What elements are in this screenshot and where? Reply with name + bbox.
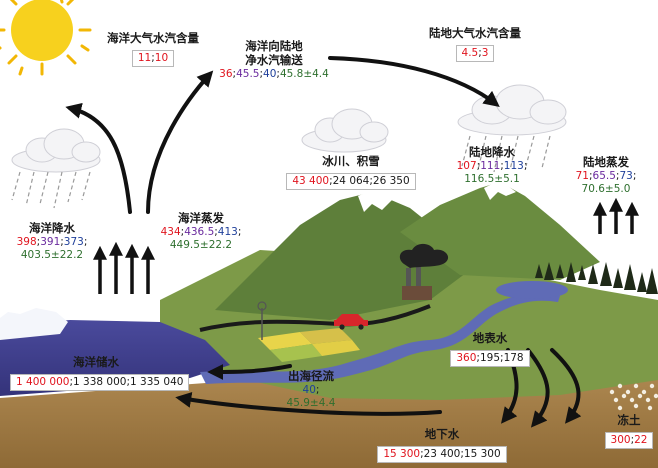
groundwater-values: 15 300;23 400;15 300 (377, 445, 507, 464)
car-icon (334, 314, 368, 330)
ocean-storage-title: 海洋储水 (73, 355, 119, 369)
ice-cloud (301, 108, 389, 153)
forest-icon (535, 262, 658, 294)
ocean-evap-title: 海洋蒸发 (178, 211, 224, 225)
land-evap-title: 陆地蒸发 (583, 155, 629, 169)
ice-snow-title: 冰川、积雪 (322, 154, 380, 168)
land-precip-values-1: 107;111;113; (456, 159, 528, 172)
ocean-precip-values-1: 398;391;373; (16, 235, 88, 248)
ocean-precip-title: 海洋降水 (29, 221, 75, 235)
evaporation-to-atmosphere-arrow (65, 102, 132, 214)
groundwater-title: 地下水 (424, 427, 460, 441)
infiltration-arrow-2 (526, 348, 550, 428)
runoff-values-1: 40; (302, 383, 320, 396)
ocean-cloud (11, 128, 101, 173)
ocean-vapor-label: 海洋大气水汽含量 11;10 (98, 31, 208, 68)
ocean-rain (11, 171, 91, 209)
factory-icon (399, 243, 449, 300)
net-vapor-transport-arrow (328, 56, 500, 107)
ocean-precip-label: 海洋降水 398;391;373; 403.5±22.2 (6, 221, 98, 263)
groundwater-label: 地下水 15 300;23 400;15 300 (372, 427, 512, 464)
land-evaporation-arrows (593, 197, 639, 234)
lake (496, 281, 568, 299)
land-rain (461, 135, 551, 173)
land-vapor-values: 4.5;3 (455, 44, 495, 63)
right-mountain-snow (484, 180, 516, 200)
surface-to-ocean-arrow (175, 391, 442, 416)
ocean-storage-label: 海洋储水 1 400 000;1 338 000;1 335 040 (10, 355, 190, 392)
ocean-evap-label: 海洋蒸发 434;436.5;413; 449.5±22.2 (154, 211, 248, 253)
ocean-evap-values-2: 449.5±22.2 (169, 239, 233, 252)
land-vapor-label: 陆地大气水汽含量 4.5;3 (420, 26, 530, 63)
ocean-vapor-title: 海洋大气水汽含量 (107, 31, 199, 45)
net-transport-title-2: 净水汽输送 (245, 52, 303, 67)
land-evap-values-2: 70.6±5.0 (581, 183, 631, 196)
infiltration-arrow-3 (550, 348, 582, 424)
permafrost-stones (609, 383, 658, 411)
permafrost-title: 冻土 (617, 413, 641, 427)
permafrost-values: 300;22 (604, 431, 654, 450)
ocean-vapor-values: 11;10 (131, 49, 175, 68)
ocean-precip-values-2: 403.5±22.2 (20, 249, 84, 262)
right-mountain (400, 182, 600, 280)
land-evap-label: 陆地蒸发 71;65.5;73; 70.6±5.0 (560, 155, 652, 197)
flow-arrows (65, 56, 582, 428)
left-mountain-snow (358, 190, 392, 212)
land-cloud (457, 84, 567, 136)
land-precip-title: 陆地降水 (469, 145, 515, 159)
ice-snow-label: 冰川、积雪 43 400;24 064;26 350 (282, 154, 420, 191)
river (200, 293, 560, 384)
net-transport-title-1: 海洋向陆地 (245, 39, 303, 53)
runoff-values-2: 45.9±4.4 (286, 397, 336, 410)
iceberg (0, 308, 68, 340)
runoff-title: 出海径流 (288, 369, 334, 383)
net-transport-label: 海洋向陆地 净水汽输送 36;45.5;40;45.8±4.4 (214, 39, 334, 81)
surface-water-title: 地表水 (472, 331, 508, 345)
land-precip-values-2: 116.5±5.1 (464, 173, 520, 186)
land-precip-label: 陆地降水 107;111;113; 116.5±5.1 (444, 145, 540, 187)
surface-water-label: 地表水 360;195;178 (440, 331, 540, 368)
surface-water-values: 360;195;178 (450, 349, 530, 368)
land-vapor-title: 陆地大气水汽含量 (429, 26, 521, 40)
ocean-evap-values-1: 434;436.5;413; (160, 225, 242, 238)
farm-fields (258, 328, 360, 362)
permafrost-label: 冻土 300;22 (604, 413, 654, 450)
runoff-arrow (207, 363, 292, 380)
vertical-evaporation-arrows (93, 241, 155, 294)
runoff-label: 出海径流 40; 45.9±4.4 (268, 369, 354, 411)
sun (0, 0, 92, 76)
net-transport-values: 36;45.5;40;45.8±4.4 (219, 67, 329, 80)
land-evap-values-1: 71;65.5;73; (575, 169, 637, 182)
ocean-to-land-vapor-arrow (146, 70, 214, 214)
ocean-storage-values: 1 400 000;1 338 000;1 335 040 (10, 373, 190, 392)
ice-snow-values: 43 400;24 064;26 350 (286, 172, 416, 191)
windmill-icon (257, 301, 267, 340)
